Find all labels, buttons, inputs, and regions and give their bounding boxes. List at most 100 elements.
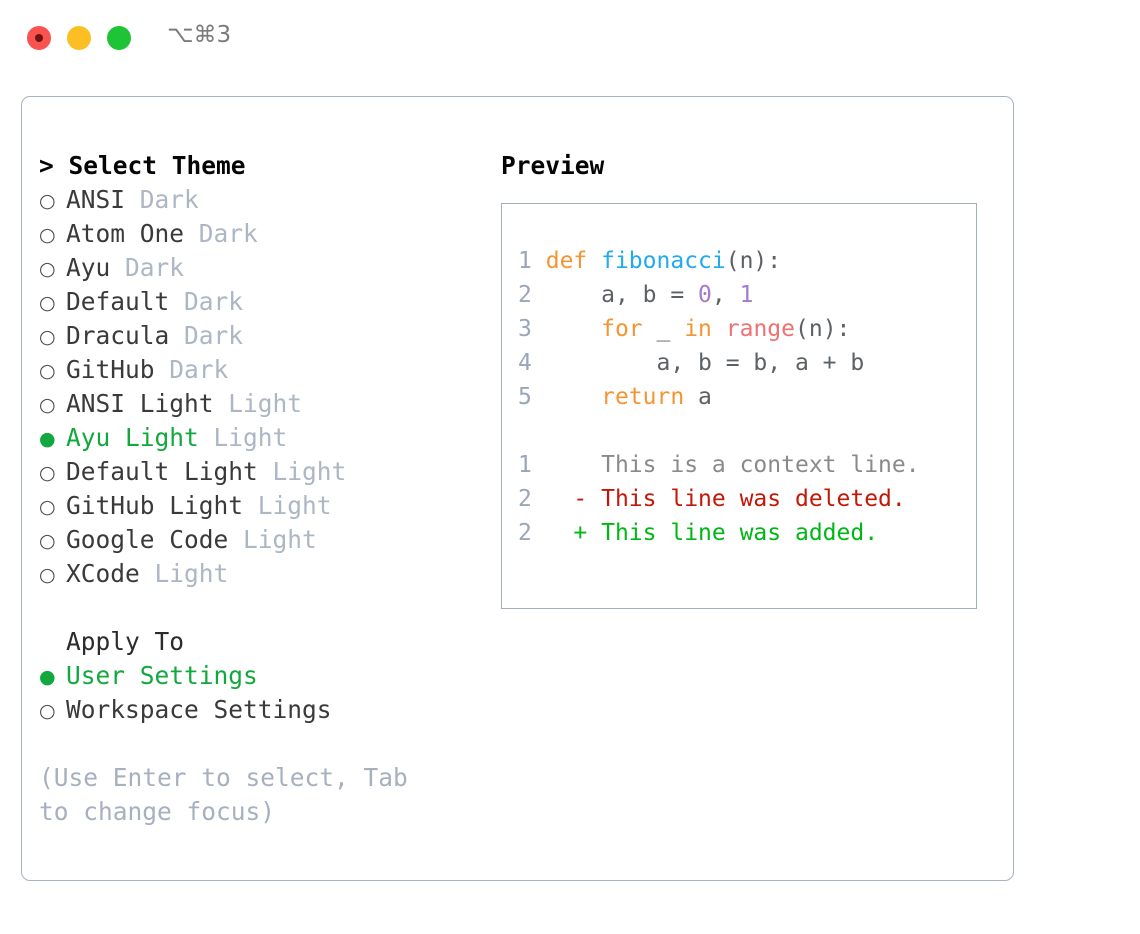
theme-category-tag: Dark <box>110 253 185 282</box>
theme-category-tag: Dark <box>184 219 258 248</box>
close-window-icon[interactable] <box>27 26 51 50</box>
radio-unselected-icon: ○ <box>39 462 56 484</box>
maximize-window-icon[interactable] <box>107 26 131 50</box>
theme-category-tag: Dark <box>154 355 229 384</box>
theme-name: Default <box>66 287 170 316</box>
diff-text: This line was deleted. <box>601 486 906 512</box>
theme-option[interactable]: ○ Atom One Dark <box>39 217 489 251</box>
radio-unselected-icon: ○ <box>39 258 56 280</box>
theme-name: Default Light <box>66 457 258 486</box>
radio-unselected-icon: ○ <box>39 190 56 212</box>
keyboard-hint-text: (Use Enter to select, Tab to change focu… <box>39 763 408 826</box>
apply-to-option[interactable]: ● User Settings <box>39 659 489 693</box>
theme-name: Atom One <box>66 219 185 248</box>
theme-option[interactable]: ○GitHub Dark <box>39 353 489 387</box>
theme-option[interactable]: ○ Default Light Light <box>39 455 489 489</box>
code-line-number: 5 <box>518 384 532 410</box>
code-token: a <box>684 384 712 410</box>
theme-option[interactable]: ○Default Dark <box>39 285 489 319</box>
code-token: return <box>601 384 685 410</box>
theme-category-tag: Light <box>257 457 347 486</box>
radio-unselected-icon: ○ <box>39 326 56 348</box>
diff-line: 2 - This line was deleted. <box>518 482 920 516</box>
diff-text: This line was added. <box>601 520 879 546</box>
theme-option[interactable]: ○ ANSI Dark <box>39 183 489 217</box>
radio-unselected-icon: ○ <box>39 496 56 518</box>
diff-text: This is a context line. <box>601 452 920 478</box>
theme-category-tag: Dark <box>169 287 244 316</box>
theme-category-tag: Dark <box>125 185 199 214</box>
theme-category-tag: Light <box>228 525 317 554</box>
theme-selector-column: > Select Theme ○ANSI Dark○Atom One Dark○… <box>39 149 489 829</box>
preview-column: Preview 1 def fibonacci(n):2 a, b = 0, 1… <box>501 149 1001 609</box>
diff-marker: + <box>531 520 602 546</box>
theme-name: XCode <box>66 559 140 588</box>
code-gutter-space <box>532 282 546 308</box>
theme-option[interactable]: ○ GitHub Light Light <box>39 489 489 523</box>
code-token: def <box>545 248 602 274</box>
radio-unselected-icon: ○ <box>39 394 56 416</box>
code-gutter-space <box>532 248 546 274</box>
apply-to-option[interactable]: ○Workspace Settings <box>39 693 489 727</box>
code-token: for <box>601 316 643 342</box>
code-token: in <box>684 316 712 342</box>
diff-line-number: 1 <box>518 452 532 478</box>
code-token: range <box>725 316 796 342</box>
theme-category-tag: Dark <box>169 321 244 350</box>
section-gap <box>39 591 489 625</box>
apply-to-label: User Settings <box>66 661 258 690</box>
code-line-number: 2 <box>518 282 532 308</box>
code-token: _ <box>642 316 685 342</box>
theme-category-tag: Light <box>139 559 229 588</box>
radio-selected-icon: ● <box>39 666 56 688</box>
code-token: a, b = b, a + b <box>545 350 865 376</box>
code-line: 2 a, b = 0, 1 <box>518 278 864 312</box>
theme-name: Ayu Light <box>66 423 199 452</box>
minimize-window-icon[interactable] <box>67 26 91 50</box>
diff-line-number: 2 <box>518 520 532 546</box>
radio-unselected-icon: ○ <box>39 224 56 246</box>
keyboard-shortcut-label: ⌥⌘3 <box>167 22 232 48</box>
code-line-number: 4 <box>518 350 532 376</box>
diff-line-number: 2 <box>518 486 532 512</box>
code-line: 1 def fibonacci(n): <box>518 244 864 278</box>
main-panel: > Select Theme ○ANSI Dark○Atom One Dark○… <box>21 96 1014 881</box>
code-token: 1 <box>739 282 754 308</box>
theme-option[interactable]: ○ ANSI Light Light <box>39 387 489 421</box>
theme-option[interactable]: ○Google Code Light <box>39 523 489 557</box>
theme-name: GitHub Light <box>66 491 244 520</box>
theme-name: Google Code <box>66 525 229 554</box>
radio-unselected-icon: ○ <box>39 564 56 586</box>
theme-option[interactable]: ○ Dracula Dark <box>39 319 489 353</box>
code-token: , <box>711 282 740 308</box>
code-line: 3 for _ in range(n): <box>518 312 864 346</box>
theme-name: ANSI Light <box>66 389 214 418</box>
diff-sample: 1 This is a context line.2 - This line w… <box>518 448 920 550</box>
panel-content: > Select Theme ○ANSI Dark○Atom One Dark○… <box>22 97 1015 882</box>
code-token: 0 <box>698 282 712 308</box>
code-token: (n): <box>725 248 782 274</box>
code-gutter-space <box>532 384 546 410</box>
apply-to-label: Workspace Settings <box>66 695 332 724</box>
diff-line: 2 + This line was added. <box>518 516 920 550</box>
diff-line: 1 This is a context line. <box>518 448 920 482</box>
apply-to-list: ● User Settings ○Workspace Settings <box>39 659 489 727</box>
traffic-lights <box>27 26 131 50</box>
theme-category-tag: Light <box>243 491 332 520</box>
theme-name: ANSI <box>66 185 126 214</box>
code-token: fibonacci <box>601 248 726 274</box>
code-token <box>546 316 601 342</box>
title-bar: ⌥⌘3 <box>0 0 1140 78</box>
code-gutter-space <box>532 350 546 376</box>
theme-category-tag: Light <box>213 389 303 418</box>
apply-to-header: Apply To <box>66 627 185 656</box>
theme-category-tag: Light <box>198 423 288 452</box>
theme-option[interactable]: ●Ayu Light Light <box>39 421 489 455</box>
theme-option[interactable]: ○ XCode Light <box>39 557 489 591</box>
theme-name: GitHub <box>66 355 155 384</box>
theme-option[interactable]: ○ Ayu Dark <box>39 251 489 285</box>
theme-name: Ayu <box>66 253 111 282</box>
theme-name: Dracula <box>66 321 170 350</box>
